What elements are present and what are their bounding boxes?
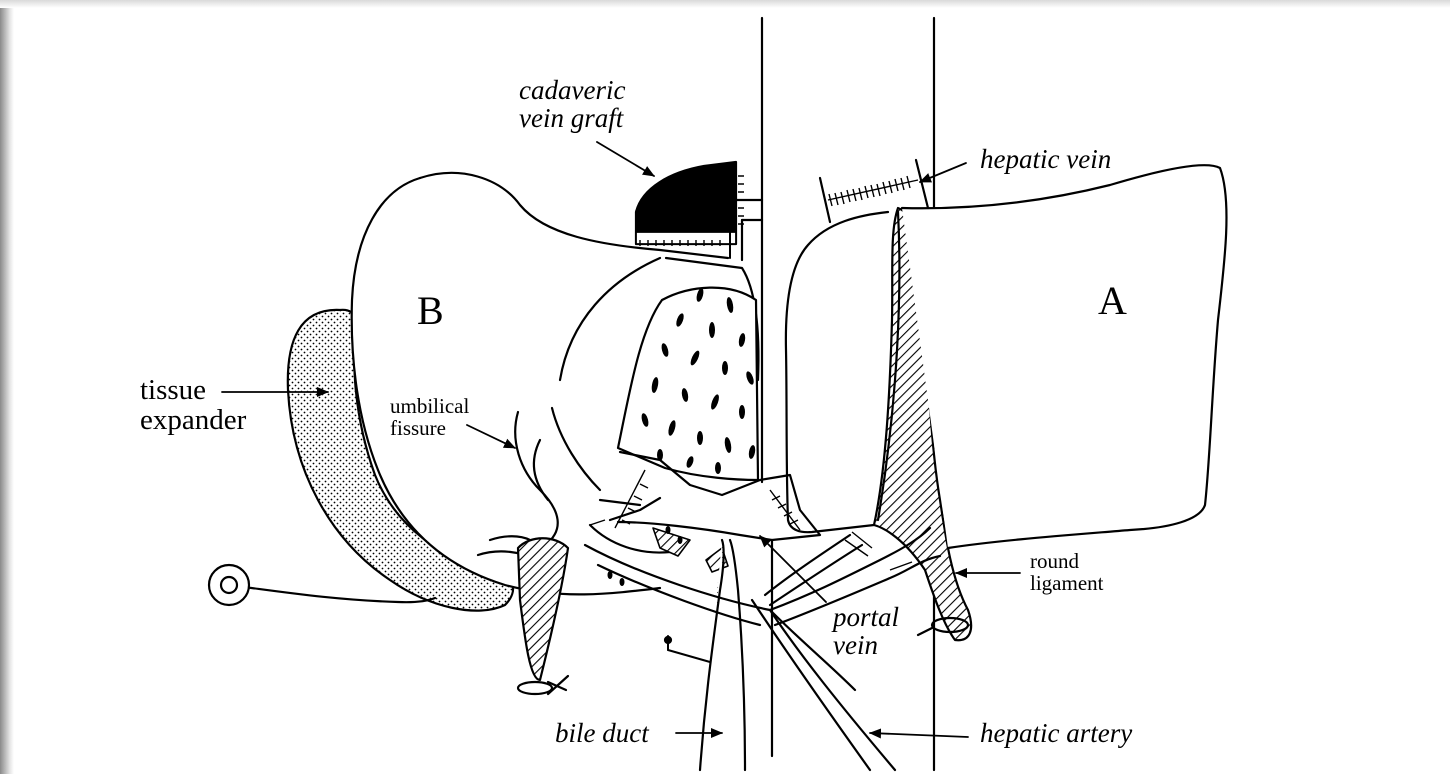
label-bile-duct: bile duct <box>555 719 649 747</box>
label-lobe-b: B <box>417 290 444 332</box>
label-cadaveric-line-1: cadaveric <box>519 76 625 104</box>
bile-duct-shape <box>665 540 745 770</box>
label-round-line-2: ligament <box>1030 572 1103 594</box>
label-portal-line-2: vein <box>833 631 899 659</box>
label-tissue-expander: tissue expander <box>140 375 246 436</box>
label-portal-line-1: portal <box>833 603 899 631</box>
vein-graft-shape <box>636 162 742 260</box>
label-portal-vein: portal vein <box>833 603 899 660</box>
label-tissue-line-1: tissue <box>140 375 246 405</box>
label-umbilical-fissure: umbilical fissure <box>390 395 469 439</box>
lobe-a-shape <box>786 165 1227 548</box>
label-cadaveric-vein-graft: cadaveric vein graft <box>519 76 625 133</box>
label-umbilical-line-2: fissure <box>390 417 469 439</box>
label-round-ligament: round ligament <box>1030 550 1103 594</box>
label-hepatic-vein: hepatic vein <box>980 145 1111 173</box>
label-lobe-a: A <box>1098 280 1127 322</box>
cut-surface-dotted <box>618 288 758 480</box>
label-tissue-line-2: expander <box>140 405 246 435</box>
label-umbilical-line-1: umbilical <box>390 395 469 417</box>
label-cadaveric-line-2: vein graft <box>519 104 625 132</box>
label-round-line-1: round <box>1030 550 1103 572</box>
label-hepatic-artery: hepatic artery <box>980 719 1132 747</box>
